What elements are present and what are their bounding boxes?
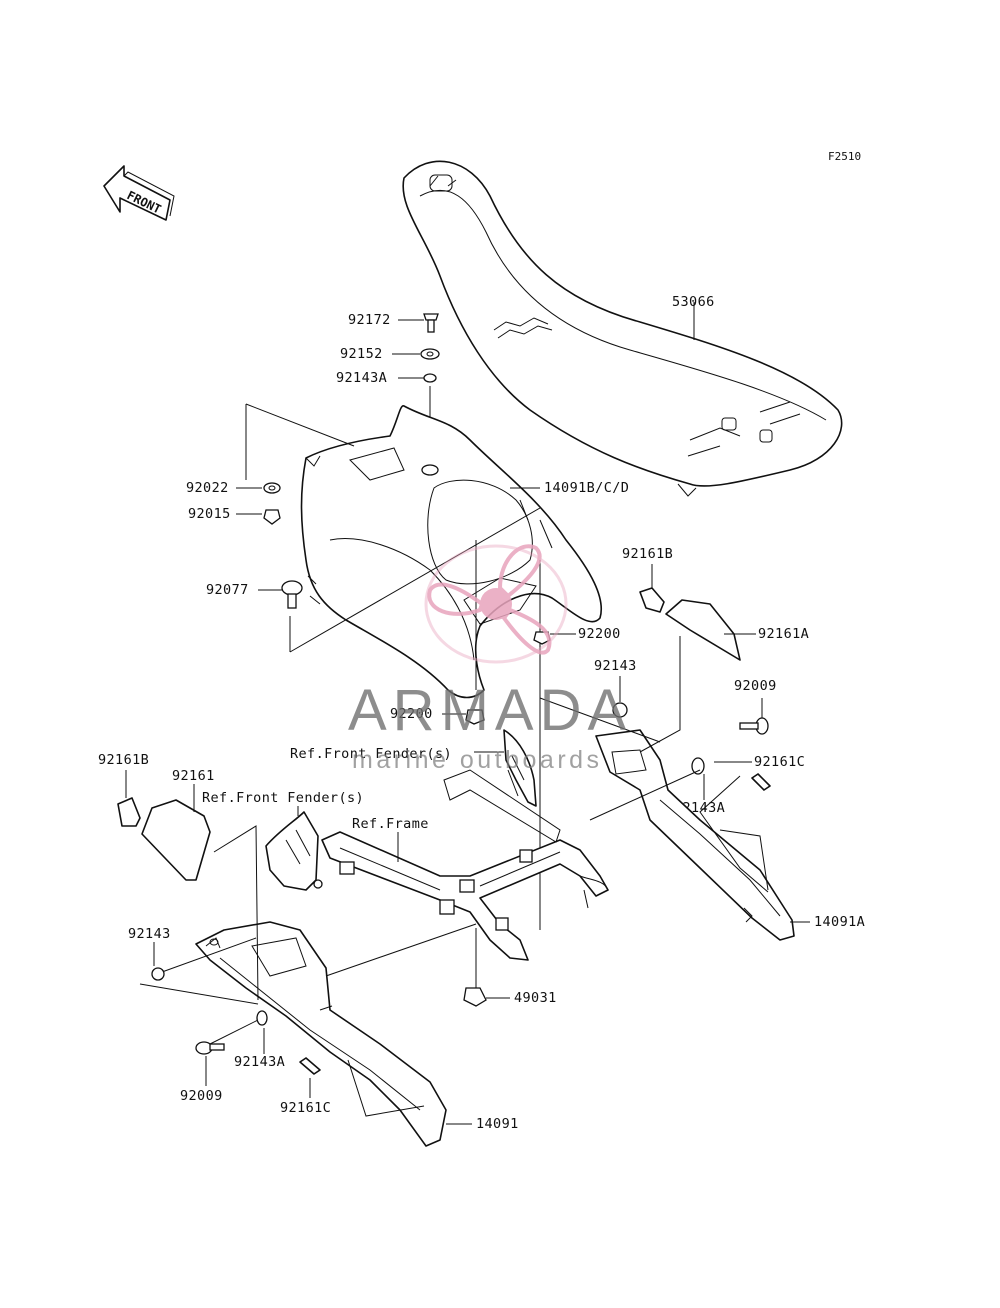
washer-92143A-bottom <box>256 1010 268 1026</box>
watermark: ARMADA marine outboards <box>348 544 632 774</box>
callout-92077: 92077 <box>206 582 249 598</box>
grommet-92143-left <box>151 967 165 981</box>
callout-92161B-left: 92161B <box>98 752 149 768</box>
watermark-tagline: marine outboards <box>352 746 603 774</box>
callout-14091: 14091 <box>476 1116 519 1132</box>
side-cover-part-14091 <box>195 921 447 1147</box>
rear-fender-part-14091BCD <box>300 405 602 699</box>
callout-92009-right: 92009 <box>734 678 777 694</box>
figure-code: F2510 <box>828 150 861 163</box>
callout-14091BCD: 14091B/C/D <box>544 480 629 496</box>
callout-92161: 92161 <box>172 768 215 784</box>
rivet-92077 <box>281 580 303 609</box>
callout-92022: 92022 <box>186 480 229 496</box>
bolt-92009-left <box>195 1041 225 1055</box>
ref-front-fender-left <box>265 811 323 891</box>
ref-front-fender-right <box>503 729 537 807</box>
callout-92161A: 92161A <box>758 626 809 642</box>
washer-92022 <box>263 482 281 494</box>
callout-92143A-top: 92143A <box>336 370 387 386</box>
strip-92161C-right <box>751 773 771 791</box>
callout-92152: 92152 <box>340 346 383 362</box>
callout-14091A: 14091A <box>814 914 865 930</box>
grommet-92143-right <box>612 702 628 718</box>
clip-49031 <box>463 987 487 1007</box>
nut-92015 <box>263 509 281 525</box>
propeller-logo-icon <box>424 544 568 664</box>
washer-92143A-right <box>691 757 705 775</box>
callout-92172: 92172 <box>348 312 391 328</box>
callout-92200-mid: 92200 <box>390 706 433 722</box>
washer-92143A-top <box>423 373 437 383</box>
callout-92143-right: 92143 <box>594 658 637 674</box>
callout-ref-frame: Ref.Frame <box>352 816 429 832</box>
bolt-92172 <box>423 313 439 333</box>
ref-frame <box>321 769 609 961</box>
callout-92161C-left: 92161C <box>280 1100 331 1116</box>
callout-ref-front-fender-1: Ref.Front Fender(s) <box>290 746 452 762</box>
pad-92161 <box>141 799 211 881</box>
watermark-brand: ARMADA <box>348 678 632 743</box>
pad-92161B-right <box>639 587 665 613</box>
pad-92161A <box>665 599 741 661</box>
strip-92161C-left <box>299 1057 321 1075</box>
bolt-92009-right <box>739 717 769 735</box>
callout-92161B-right: 92161B <box>622 546 673 562</box>
nut-92200-mid <box>465 709 485 725</box>
pad-92161B-left <box>117 797 141 827</box>
callout-92143-left: 92143 <box>128 926 171 942</box>
callout-92009-left: 92009 <box>180 1088 223 1104</box>
callout-92161C-right: 92161C <box>754 754 805 770</box>
callout-92200-right: 92200 <box>578 626 621 642</box>
washer-92152 <box>420 348 440 360</box>
callout-92015: 92015 <box>188 506 231 522</box>
callout-ref-front-fender-2: Ref.Front Fender(s) <box>202 790 364 806</box>
front-direction-arrow-icon: FRONT <box>103 165 175 221</box>
callout-49031: 49031 <box>514 990 557 1006</box>
callout-53066: 53066 <box>672 294 715 310</box>
seat-part-53066 <box>402 160 843 497</box>
side-cover-part-14091A <box>595 729 795 941</box>
callout-92143A-bottom: 92143A <box>234 1054 285 1070</box>
